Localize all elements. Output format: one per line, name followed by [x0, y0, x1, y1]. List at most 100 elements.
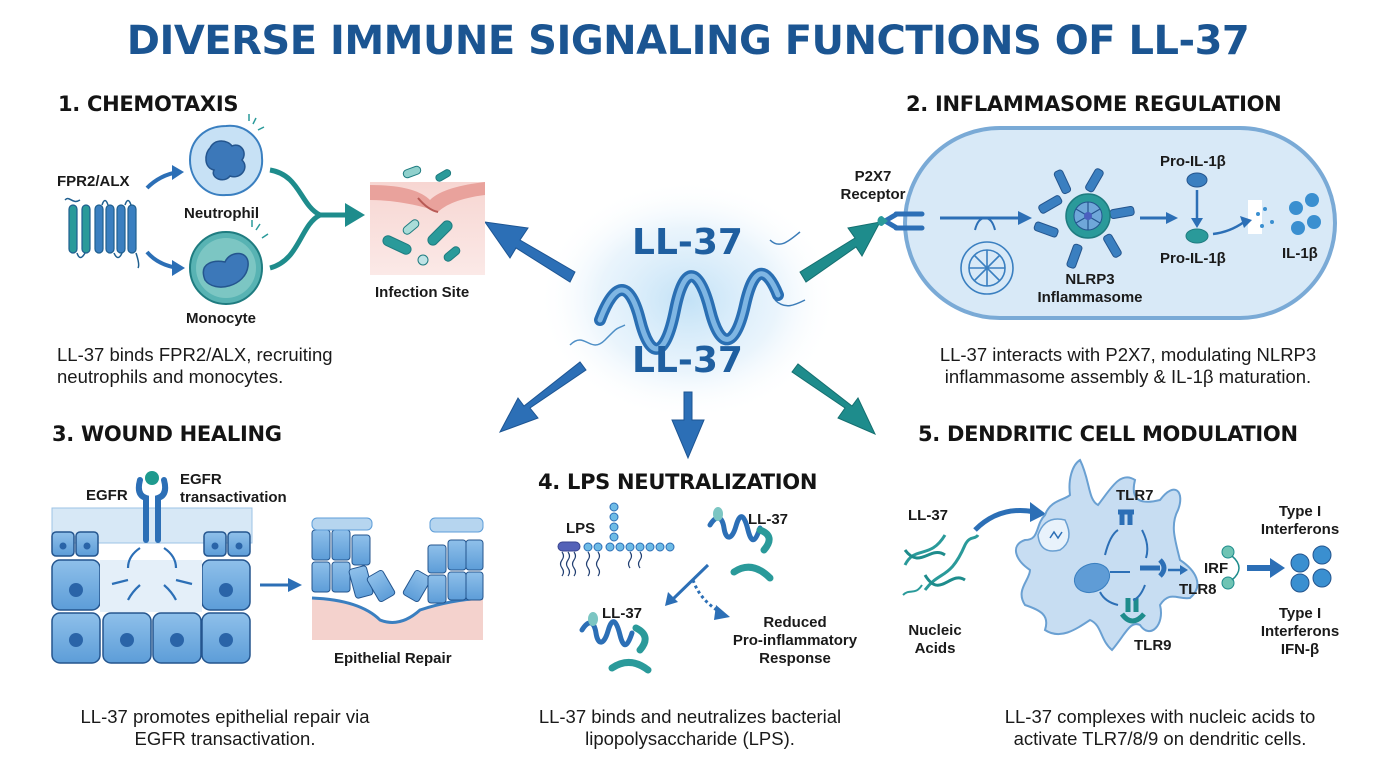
label-ll37: LL-37 [908, 507, 949, 524]
caption-line: LL-37 interacts with P2X7, modulating NL… [939, 344, 1317, 365]
center-glow [538, 180, 838, 420]
label-line: EGFR [180, 471, 222, 488]
nucleic-acid-dna-icon [902, 534, 980, 596]
dendritic-cell-icon [1015, 458, 1199, 652]
caption-line: EGFR transactivation. [134, 728, 316, 749]
label-line: Type I [1278, 503, 1322, 520]
caption-lps: LL-37 binds and neutralizes bacterial li… [500, 706, 880, 750]
p2x7-receptor-icon [877, 211, 925, 231]
label-pro-il1b-bottom: Pro-IL-1β [1160, 250, 1226, 267]
label-line: Type I [1278, 605, 1322, 622]
label-monocyte: Monocyte [186, 310, 257, 327]
page-title: DIVERSE IMMUNE SIGNALING FUNCTIONS OF LL… [126, 18, 1250, 64]
center-label-top: LL-37 [632, 222, 743, 263]
label-tlr7: TLR7 [1116, 487, 1154, 504]
ll37-peptide-bottom-icon [579, 612, 652, 674]
label-egfr-transactivation: EGFR transactivation [180, 471, 287, 507]
chemotaxis-graphics [64, 114, 485, 305]
merge-arrow-icon [269, 167, 326, 271]
label-neutrophil: Neutrophil [184, 205, 259, 222]
caption-line: neutrophils and monocytes. [57, 366, 284, 387]
label-lps: LPS [566, 520, 596, 537]
label-tlr8: TLR8 [1179, 581, 1217, 598]
epithelial-repair-icon [311, 517, 484, 640]
alpha-helix-peptide-icon [569, 231, 806, 355]
label-line: Inflammasome [1037, 289, 1143, 306]
arrow-to-wound-healing-icon [498, 361, 587, 433]
label-il1b: IL-1β [1282, 245, 1318, 262]
arrow-to-dendritic-icon [791, 363, 877, 435]
tlr7-receptor-icon [1118, 509, 1134, 525]
label-ll37-bottom: LL-37 [602, 605, 643, 622]
caption-inflammasome: LL-37 interacts with P2X7, modulating NL… [880, 344, 1376, 388]
section-title-dendritic: 5. DENDRITIC CELL MODULATION [918, 422, 1298, 446]
section-title-inflammasome: 2. INFLAMMASOME REGULATION [906, 92, 1282, 116]
arrow-to-chemotaxis-icon [483, 221, 576, 283]
label-line: transactivation [180, 489, 287, 506]
caption-line: LL-37 promotes epithelial repair via [80, 706, 370, 727]
fpr2-receptor-icon [64, 197, 140, 269]
label-line: Receptor [840, 186, 906, 203]
section-title-chemotaxis: 1. CHEMOTAXIS [58, 92, 239, 116]
label-pro-il1b-top: Pro-IL-1β [1160, 153, 1226, 170]
ll37-peptide-top-icon [707, 507, 774, 582]
pro-il1b-icon [1186, 172, 1208, 188]
irf-complex-icon [1221, 545, 1240, 590]
tlr9-receptor-icon [1119, 598, 1146, 624]
monocyte-icon [189, 220, 269, 305]
label-line: IFN-β [1280, 641, 1320, 658]
label-nlrp3-inflammasome: NLRP3 Inflammasome [1025, 271, 1155, 307]
label-line: Nucleic [908, 622, 962, 639]
dendritic-graphics [902, 458, 1332, 652]
caption-chemotaxis: LL-37 binds FPR2/ALX, recruiting neutrop… [57, 344, 333, 388]
label-line: Interferons [1260, 623, 1340, 640]
arrow-to-inflammasome-icon [799, 221, 881, 283]
wound-healing-graphics [51, 471, 484, 664]
lps-molecule-icon [557, 502, 675, 577]
caption-dendritic: LL-37 complexes with nucleic acids to ac… [950, 706, 1370, 750]
label-nucleic-acids: Nucleic Acids [895, 622, 975, 658]
label-infection-site: Infection Site [375, 284, 470, 301]
label-ll37-top: LL-37 [748, 511, 789, 528]
label-egfr: EGFR [86, 487, 128, 504]
arrow-to-lps-icon [671, 391, 705, 460]
section-title-wound-healing: 3. WOUND HEALING [52, 422, 282, 446]
caption-wound-healing: LL-37 promotes epithelial repair via EGF… [30, 706, 420, 750]
label-irf: IRF [1204, 560, 1229, 577]
caption-line: activate TLR7/8/9 on dendritic cells. [1013, 728, 1307, 749]
caption-line: inflammasome assembly & IL-1β maturation… [944, 366, 1312, 387]
signaling-arrows-icon [111, 547, 193, 601]
tlr8-receptor-icon [1140, 558, 1167, 578]
label-tlr9: TLR9 [1134, 637, 1172, 654]
nucleus-icon [1073, 562, 1111, 594]
label-line: Interferons [1260, 521, 1340, 538]
arrow-to-dendritic-cell-icon [973, 507, 1036, 532]
neutrophil-icon [188, 114, 265, 197]
label-reduced-response: Reduced Pro-inflammatory Response [715, 614, 875, 668]
center-arrows [483, 221, 881, 460]
label-type-i-interferons-top: Type I Interferons [1245, 503, 1355, 539]
infection-site-icon [370, 165, 485, 275]
arrow-to-bound-ll37-icon [670, 563, 710, 602]
label-line: Reduced [763, 614, 827, 631]
label-line: P2X7 [854, 168, 892, 185]
label-epithelial-repair: Epithelial Repair [334, 650, 452, 667]
nlrp3-inflammasome-icon [1033, 168, 1135, 269]
label-p2x7-receptor: P2X7 Receptor [828, 168, 918, 204]
section-title-lps: 4. LPS NEUTRALIZATION [538, 470, 818, 494]
label-line: Response [759, 650, 831, 667]
inflammasome-graphics [877, 126, 1337, 320]
center-ll37-group [538, 180, 838, 420]
label-type-i-interferons-bottom: Type I Interferons IFN-β [1245, 605, 1355, 659]
caption-line: lipopolysaccharide (LPS). [585, 728, 795, 749]
cleaved-il1b-icon [1185, 228, 1209, 244]
caption-line: LL-37 complexes with nucleic acids to [1004, 706, 1316, 727]
inactive-inflammasome-icon [960, 241, 1014, 295]
secreted-il1b-icon [1256, 193, 1321, 235]
membrane-pore [1248, 200, 1262, 234]
lps-graphics [557, 502, 774, 674]
label-line: NLRP3 [1065, 271, 1115, 288]
caption-line: LL-37 binds and neutralizes bacterial [538, 706, 842, 727]
interferon-molecules-icon [1290, 545, 1332, 593]
